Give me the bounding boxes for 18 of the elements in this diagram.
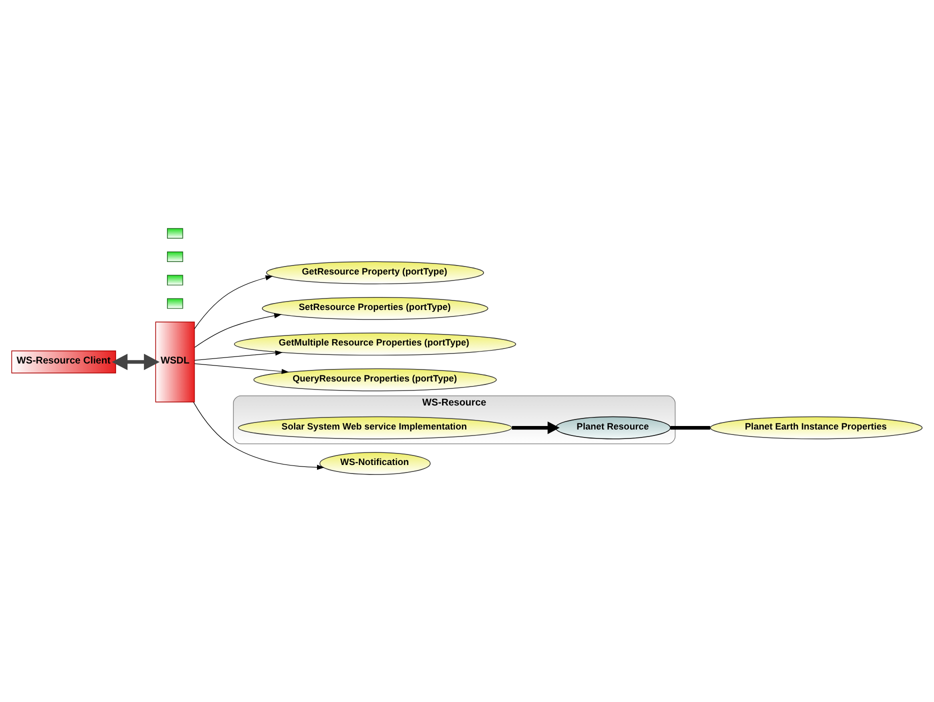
node-ellipse: Solar System Web service Implementation <box>238 416 512 439</box>
node-box <box>167 250 184 262</box>
node-box <box>167 228 184 238</box>
node-box <box>167 274 184 285</box>
arrow <box>193 401 324 470</box>
node-ellipse: Planet Resource <box>555 416 671 439</box>
arrow <box>194 312 282 348</box>
node-ellipse: Planet Earth Instance Properties <box>710 416 923 439</box>
arrow <box>112 353 160 370</box>
arrow <box>194 362 290 374</box>
node-box <box>167 298 184 308</box>
arrow <box>194 274 273 329</box>
node-ellipse: WS-Notification <box>319 452 431 474</box>
arrow <box>194 350 283 360</box>
connector <box>670 425 710 430</box>
node-box: WSDL <box>155 321 195 402</box>
arrow <box>512 421 560 434</box>
node-box: WS-Resource Client <box>11 350 116 373</box>
